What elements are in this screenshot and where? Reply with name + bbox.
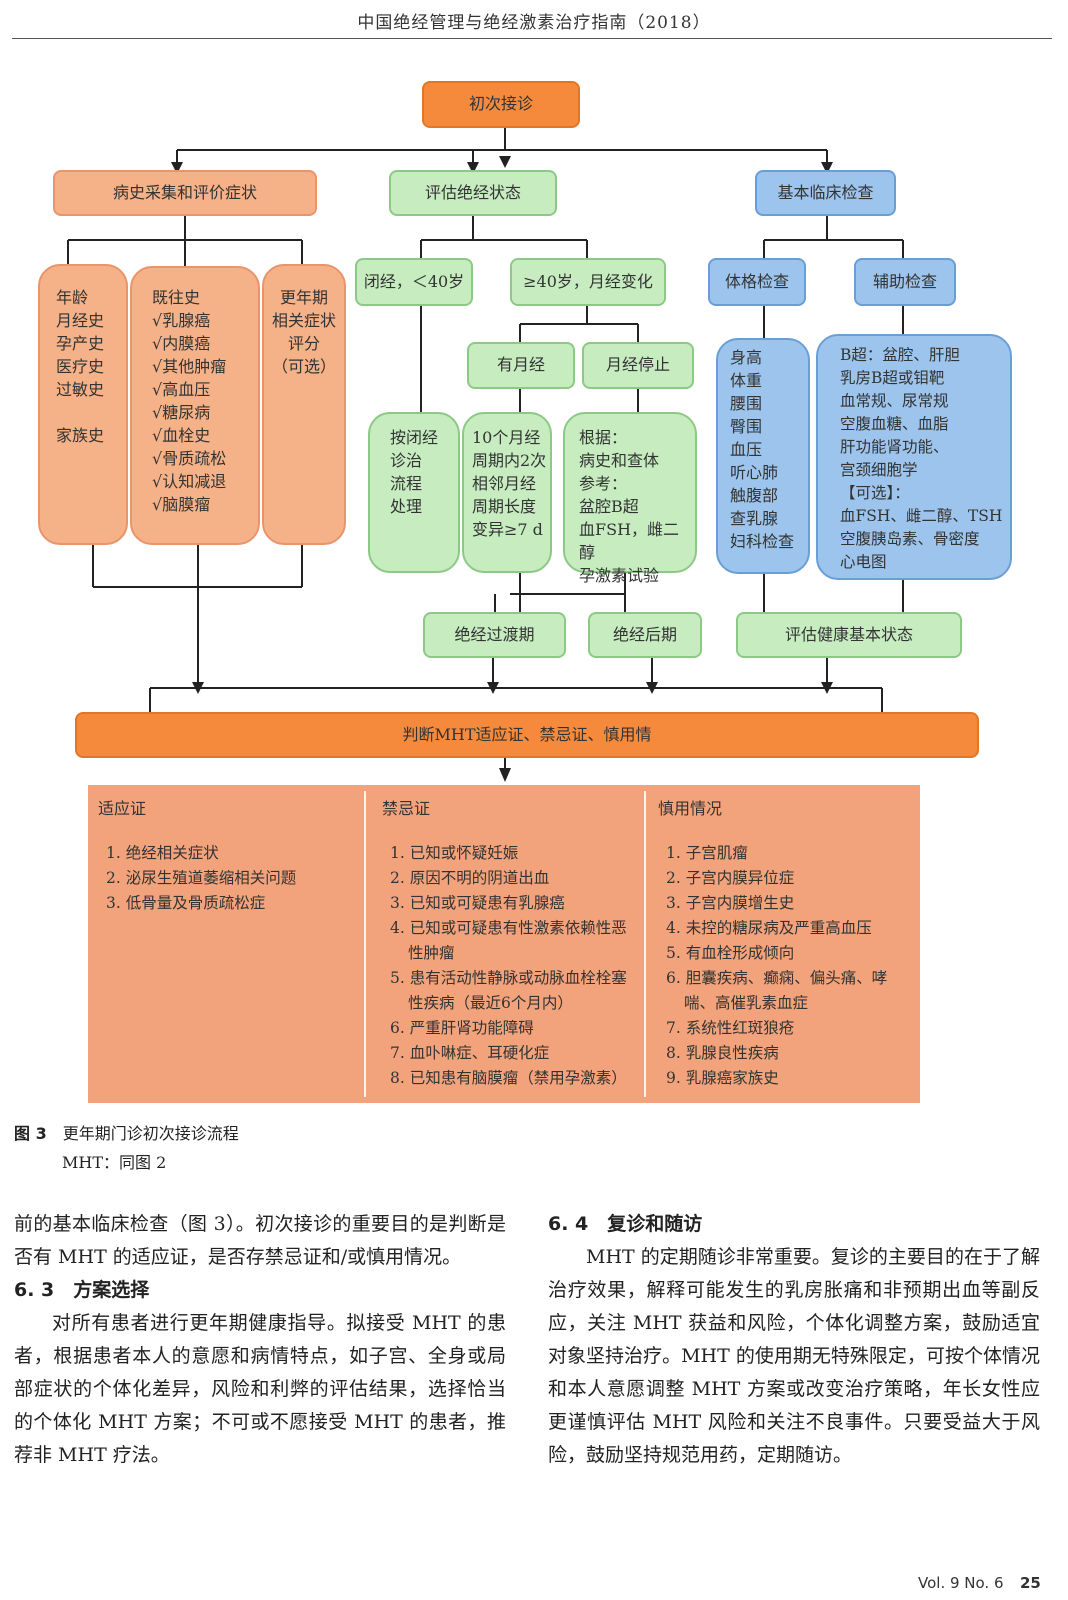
history-box: 病史采集和评价症状 [53,170,317,216]
left-paragraph-2: 对所有患者进行更年期健康指导。拟接受 MHT 的患者，根据患者本人的意愿和病情特… [14,1312,506,1466]
caution-item: 6. 胆囊疾病、癫痫、偏头痛、哮喘、高催乳素血症 [666,969,888,1012]
judge-box: 判断MHT适应证、禁忌证、慎用情 [75,712,979,758]
transition-box: 绝经过渡期 [423,612,566,658]
past-history-box: 既往史 √乳腺癌 √内膜癌 √其他肿瘤 √高血压 √糖尿病 √血栓史 √骨质疏松… [130,266,260,545]
section-heading-6-3: 6. 3 方案选择 [14,1279,150,1301]
caution-item: 4. 未控的糖尿病及严重高血压 [666,919,872,937]
figure-note: MHT：同图 2 [62,1153,167,1172]
cautions-list: 1. 子宫肌瘤 2. 子宫内膜异位症 3. 子宫内膜增生史 4. 未控的糖尿病及严重高… [658,841,910,1091]
contraindication-item: 5. 患有活动性静脉或动脉血栓栓塞性疾病（最近6个月内） [390,969,627,1012]
footer-page-number: 25 [1020,1574,1041,1592]
cycle-variation-box: 10个月经 周期内2次 相邻月经 周期长度 变异≥7 d [462,412,552,573]
indication-item: 2. 泌尿生殖道萎缩相关问题 [106,869,297,887]
physical-exam-box: 体格检查 [708,258,806,306]
auxiliary-exam-list-box: B超：盆腔、肝胆 乳房B超或钼靶 血常规、尿常规 空腹血糖、血脂 肝功能肾功能、… [816,334,1012,580]
start-box: 初次接诊 [422,81,580,128]
column-divider [644,791,646,1097]
left-paragraph-1: 前的基本临床检查（图 3）。初次接诊的重要目的是判断是否有 MHT 的适应证，是… [14,1213,506,1268]
caution-item: 2. 子宫内膜异位症 [666,869,795,887]
caution-item: 9. 乳腺癌家族史 [666,1069,779,1087]
history-basic-box: 年龄 月经史 孕产史 医疗史 过敏史 家族史 [38,264,128,545]
figure-label: 图 3 [14,1124,47,1143]
cautions-column: 慎用情况 1. 子宫肌瘤 2. 子宫内膜异位症 3. 子宫内膜增生史 4. 未控的糖尿… [646,785,920,1103]
right-column: 6. 4 复诊和随访 MHT 的定期随诊非常重要。复诊的主要目的在于了解治疗效果… [548,1208,1040,1472]
header-rule [12,38,1052,39]
contraindications-title: 禁忌证 [382,799,431,818]
caution-item: 3. 子宫内膜增生史 [666,894,795,912]
health-status-box: 评估健康基本状态 [736,612,962,658]
contraindication-item: 6. 严重肝肾功能障碍 [390,1019,534,1037]
running-header: 中国绝经管理与绝经激素治疗指南（2018） [357,13,711,33]
caution-item: 1. 子宫肌瘤 [666,844,748,862]
figure-caption: 图 3 更年期门诊初次接诊流程 [14,1120,239,1144]
flowchart-connectors [67,128,904,782]
contraindication-item: 2. 原因不明的阴道出血 [390,869,550,887]
contraindication-item: 1. 已知或怀疑妊娠 [390,844,519,862]
contraindication-item: 3. 已知或可疑患有乳腺癌 [390,894,565,912]
amenorrhea-process-box: 按闭经 诊治 流程 处理 [368,412,460,573]
auxiliary-exam-box: 辅助检查 [854,258,956,306]
contraindication-item: 8. 已知患有脑膜瘤（禁用孕激素） [390,1069,627,1087]
contraindication-item: 7. 血卟啉症、耳硬化症 [390,1044,550,1062]
postmenopause-box: 绝经后期 [588,612,702,658]
right-paragraph: MHT 的定期随诊非常重要。复诊的主要目的在于了解治疗效果，解释可能发生的乳房胀… [548,1246,1040,1466]
figure-title: 更年期门诊初次接诊流程 [62,1124,239,1143]
diagnosis-basis-box: 根据： 病史和查体 参考： 盆腔B超 血FSH，雌二醇 孕激素试验 [563,412,697,585]
menses-stopped-box: 月经停止 [582,342,694,389]
menses-present-box: 有月经 [467,342,575,389]
indication-item: 1. 绝经相关症状 [106,844,219,862]
contraindication-item: 4. 已知或可疑患有性激素依赖性恶性肿瘤 [390,919,627,962]
amenorrhea-box: 闭经，＜40岁 [355,258,473,306]
over40-box: ≥40岁，月经变化 [510,258,666,306]
indication-item: 3. 低骨量及骨质疏松症 [106,894,266,912]
section-heading-6-4: 6. 4 复诊和随访 [548,1213,703,1235]
indications-title: 适应证 [98,799,147,818]
contraindications-column: 禁忌证 1. 已知或怀疑妊娠 2. 原因不明的阴道出血 3. 已知或可疑患有乳腺癌 4… [366,785,644,1103]
caution-item: 7. 系统性红斑狼疮 [666,1019,795,1037]
indications-list: 1. 绝经相关症状 2. 泌尿生殖道萎缩相关问题 3. 低骨量及骨质疏松症 [98,841,354,916]
caution-item: 8. 乳腺良性疾病 [666,1044,779,1062]
column-divider [364,791,366,1097]
footer-volume: Vol. 9 No. 6 [918,1574,1004,1592]
symptom-score-box: 更年期 相关症状 评分 （可选） [262,264,346,545]
cautions-title: 慎用情况 [658,799,723,818]
assess-box: 评估绝经状态 [389,170,557,216]
clinical-box: 基本临床检查 [755,170,896,216]
caution-item: 5. 有血栓形成倾向 [666,944,795,962]
physical-exam-list-box: 身高 体重 腰围 臀围 血压 听心肺 触腹部 查乳腺 妇科检查 [716,338,810,574]
left-column: 前的基本临床检查（图 3）。初次接诊的重要目的是判断是否有 MHT 的适应证，是… [14,1208,506,1472]
contraindications-list: 1. 已知或怀疑妊娠 2. 原因不明的阴道出血 3. 已知或可疑患有乳腺癌 4. 已知… [382,841,634,1091]
indications-column: 适应证 1. 绝经相关症状 2. 泌尿生殖道萎缩相关问题 3. 低骨量及骨质疏松症 [88,785,364,1103]
